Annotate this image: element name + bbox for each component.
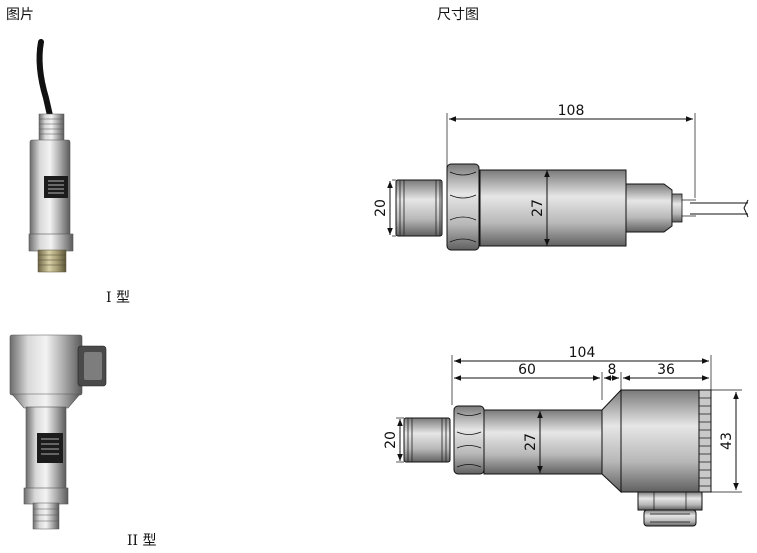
type1-caption: I 型 — [106, 290, 130, 306]
dim-43: 43 — [719, 432, 735, 450]
drawing-type2 — [396, 355, 742, 527]
dim-108: 108 — [558, 103, 585, 119]
dim-20-type2: 20 — [383, 431, 399, 449]
type2-caption: II 型 — [127, 533, 157, 549]
dim-104: 104 — [569, 345, 596, 361]
sensor-photo-type2 — [9, 334, 107, 530]
dim-8: 8 — [608, 362, 617, 378]
drawing-header: 尺寸图 — [437, 7, 479, 23]
dim-27-type2: 27 — [523, 433, 539, 451]
photo-header: 图片 — [6, 7, 34, 23]
dim-60: 60 — [518, 362, 536, 378]
dim-27-type1: 27 — [530, 199, 546, 217]
sensor-photo-type1 — [28, 39, 74, 273]
drawing-type1 — [387, 113, 749, 251]
dim-36: 36 — [657, 362, 675, 378]
dim-20-type1: 20 — [373, 199, 389, 217]
